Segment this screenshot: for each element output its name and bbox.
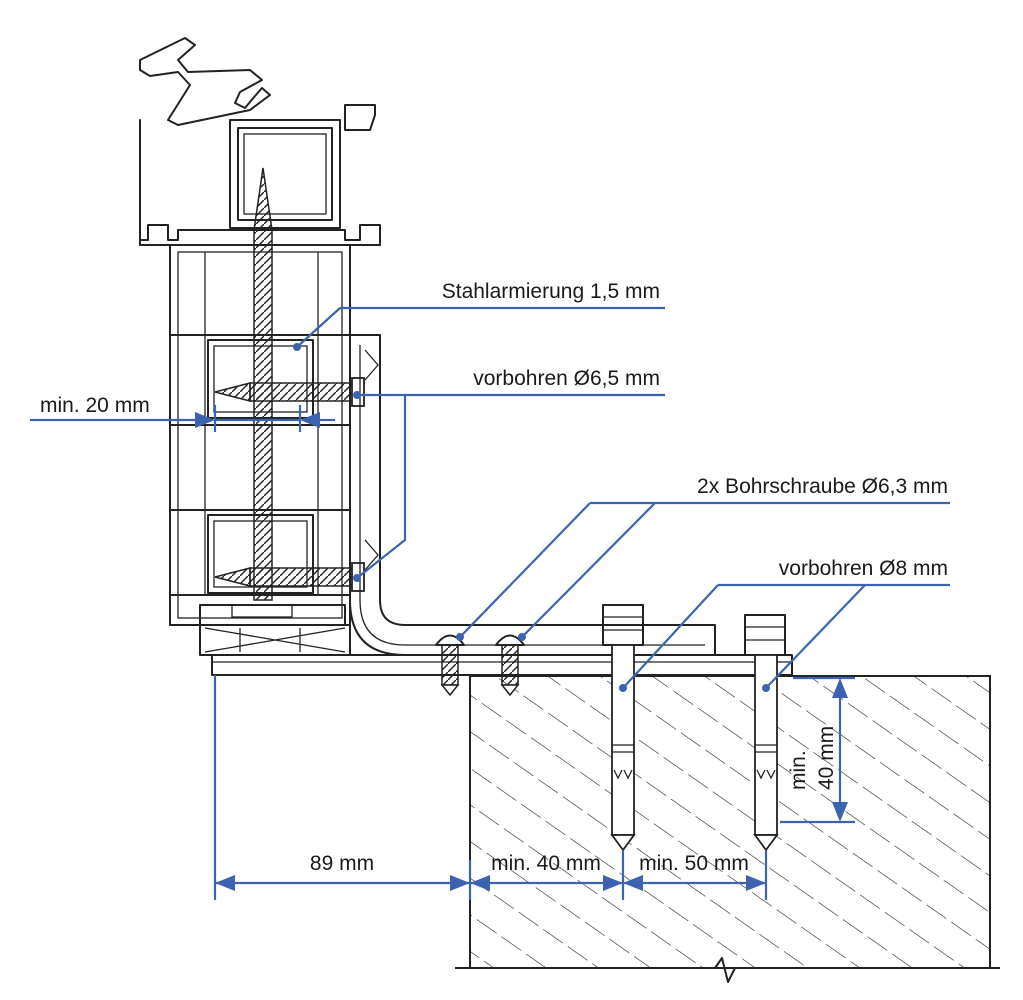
concrete-block: [455, 675, 1000, 983]
label-bohrschraube: 2x Bohrschraube Ø6,3 mm: [697, 475, 948, 498]
anchor-bolt-2: [744, 614, 786, 852]
label-dim-89: 89 mm: [310, 852, 374, 875]
self-drilling-screw-1: [435, 634, 465, 697]
label-dim-min40: min. 40 mm: [491, 852, 601, 875]
vertical-screw: [253, 167, 273, 601]
label-vorbohren-8: vorbohren Ø8 mm: [779, 557, 948, 580]
leader-vorbohren-8: [619, 583, 950, 692]
dimension-bottom-chain: [213, 675, 768, 900]
label-min-40-vertical-line2: 40 mm: [815, 726, 838, 790]
leader-vorbohren-65: [353, 391, 665, 582]
dimension-min-40-vertical: [780, 676, 855, 824]
anchor-bolt-1: [602, 604, 644, 852]
label-dim-min50: min. 50 mm: [639, 852, 749, 875]
label-min-40-vertical: min. 40 mm: [787, 726, 838, 790]
leader-bohrschraube: [456, 501, 950, 641]
label-vorbohren-65: vorbohren Ø6,5 mm: [473, 367, 660, 390]
self-drilling-screw-2: [495, 634, 525, 697]
dimension-min-20: [30, 405, 335, 432]
label-min-40-vertical-line1: min.: [787, 750, 810, 790]
label-min-20: min. 20 mm: [40, 394, 150, 417]
label-stahlarmierung: Stahlarmierung 1,5 mm: [442, 280, 660, 303]
leader-stahlarmierung: [293, 306, 665, 351]
